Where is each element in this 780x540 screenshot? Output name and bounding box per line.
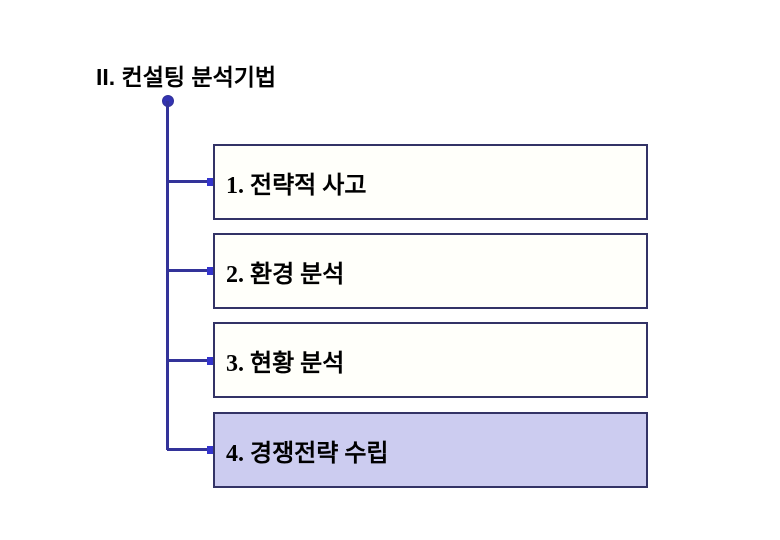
item-label: 4. 경쟁전략 수립 (226, 440, 389, 467)
item-box-strategic-thinking: 1. 전략적 사고 (213, 144, 648, 220)
branch-node-dot-1 (207, 178, 215, 186)
item-label: 3. 현황 분석 (226, 350, 345, 377)
tree-branch-line-3 (167, 359, 212, 362)
item-box-current-state-analysis: 3. 현황 분석 (213, 322, 648, 398)
slide-title: II. 컨설팅 분석기법 (96, 64, 277, 90)
branch-node-dot-3 (207, 357, 215, 365)
item-box-competitive-strategy: 4. 경쟁전략 수립 (213, 412, 648, 488)
tree-branch-line-4 (167, 448, 212, 451)
tree-branch-line-2 (167, 269, 212, 272)
item-label: 1. 전략적 사고 (226, 172, 367, 199)
item-label: 2. 환경 분석 (226, 261, 345, 288)
item-box-environment-analysis: 2. 환경 분석 (213, 233, 648, 309)
tree-branch-line-1 (167, 180, 212, 183)
branch-node-dot-4 (207, 446, 215, 454)
tree-trunk-line (166, 101, 169, 450)
branch-node-dot-2 (207, 267, 215, 275)
